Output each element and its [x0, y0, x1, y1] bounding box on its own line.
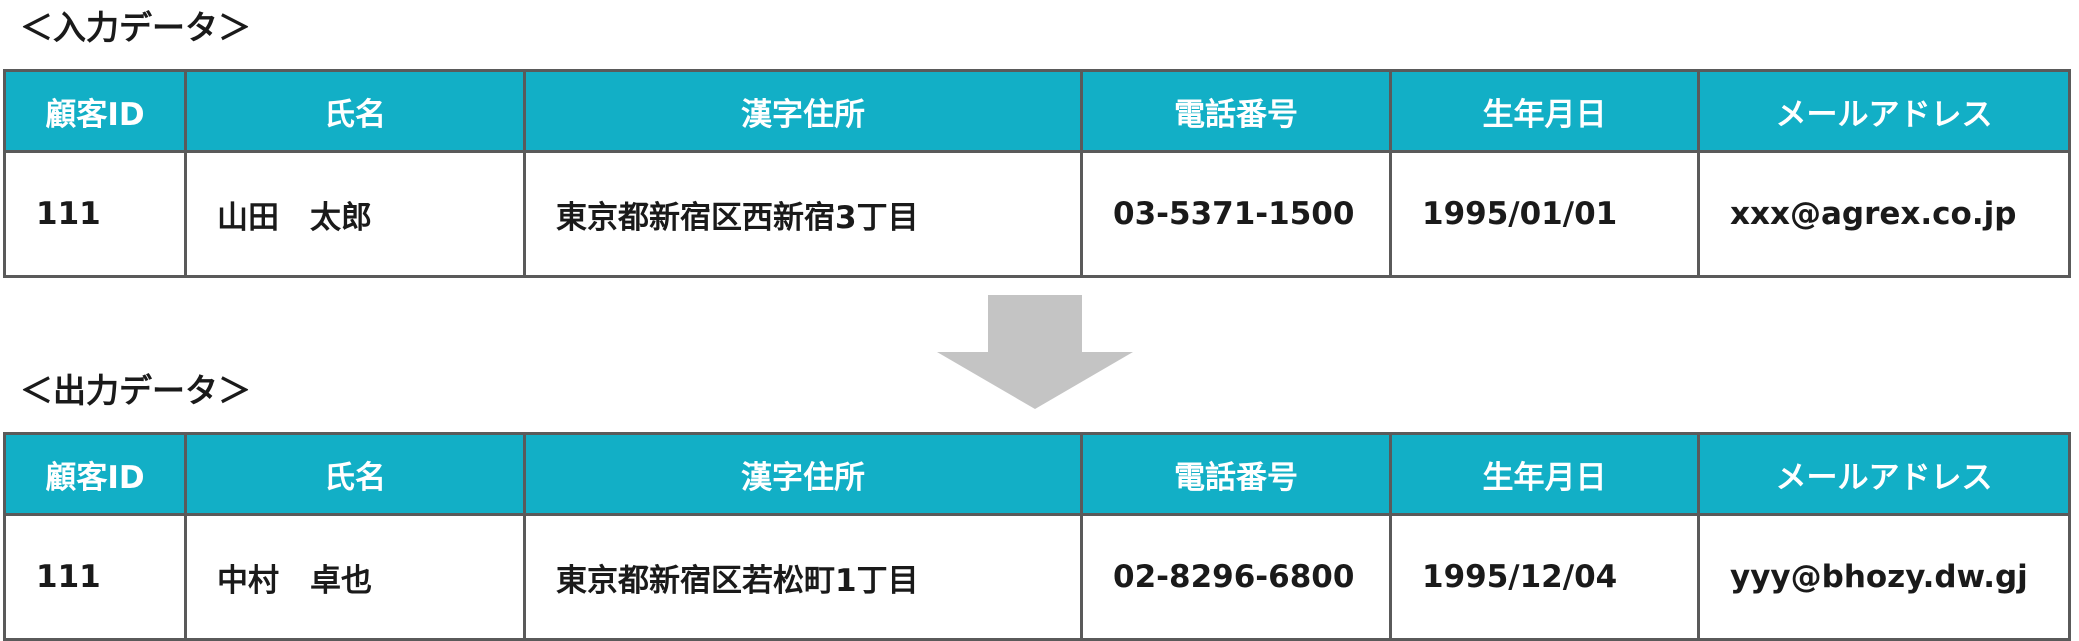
cell-customer-id: 111	[3, 150, 187, 278]
column-header-name: 氏名	[184, 69, 526, 153]
column-header-customer-id: 顧客ID	[3, 69, 187, 153]
output-header-row: 顧客ID 氏名 漢字住所 電話番号 生年月日 メールアドレス	[3, 432, 2071, 516]
column-header-email: メールアドレス	[1697, 69, 2071, 153]
output-section-label: ＜出力データ＞	[20, 371, 251, 410]
cell-name: 中村 卓也	[184, 513, 526, 641]
cell-customer-id: 111	[3, 513, 187, 641]
column-header-birthdate: 生年月日	[1389, 432, 1700, 516]
column-header-address: 漢字住所	[523, 69, 1083, 153]
table-row: 111 山田 太郎 東京都新宿区西新宿3丁目 03-5371-1500 1995…	[3, 150, 2071, 278]
output-data-table: 顧客ID 氏名 漢字住所 電話番号 生年月日 メールアドレス 111 中村 卓也…	[3, 432, 2071, 641]
column-header-customer-id: 顧客ID	[3, 432, 187, 516]
column-header-phone: 電話番号	[1080, 432, 1392, 516]
down-arrow-icon	[937, 295, 1133, 409]
cell-name: 山田 太郎	[184, 150, 526, 278]
cell-email: yyy@bhozy.dw.gj	[1697, 513, 2071, 641]
cell-address: 東京都新宿区若松町1丁目	[523, 513, 1083, 641]
cell-email: xxx@agrex.co.jp	[1697, 150, 2071, 278]
column-header-birthdate: 生年月日	[1389, 69, 1700, 153]
table-row: 111 中村 卓也 東京都新宿区若松町1丁目 02-8296-6800 1995…	[3, 513, 2071, 641]
input-section-label: ＜入力データ＞	[20, 8, 251, 47]
cell-address: 東京都新宿区西新宿3丁目	[523, 150, 1083, 278]
column-header-email: メールアドレス	[1697, 432, 2071, 516]
cell-birthdate: 1995/12/04	[1389, 513, 1700, 641]
cell-phone: 03-5371-1500	[1080, 150, 1392, 278]
cell-birthdate: 1995/01/01	[1389, 150, 1700, 278]
input-data-table: 顧客ID 氏名 漢字住所 電話番号 生年月日 メールアドレス 111 山田 太郎…	[3, 69, 2071, 278]
input-header-row: 顧客ID 氏名 漢字住所 電話番号 生年月日 メールアドレス	[3, 69, 2071, 153]
column-header-name: 氏名	[184, 432, 526, 516]
column-header-phone: 電話番号	[1080, 69, 1392, 153]
cell-phone: 02-8296-6800	[1080, 513, 1392, 641]
column-header-address: 漢字住所	[523, 432, 1083, 516]
